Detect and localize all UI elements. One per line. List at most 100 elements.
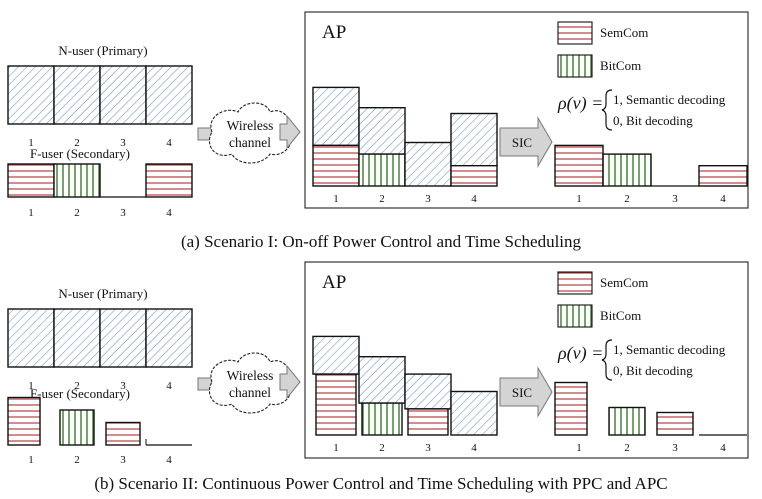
scenario1-sic-slot-2: 2 [624, 193, 630, 205]
s1-formula-case1: 1, Semantic decoding [613, 92, 726, 107]
s2-nuser-slot-4: 4 [166, 380, 172, 392]
s1-nuser-slot-2 [53, 65, 101, 125]
s2-legend-semcom-swatch [557, 271, 593, 295]
s2-channel-arrow-out [279, 364, 301, 400]
s2-ap-label: AP [322, 272, 346, 293]
scenario1-ap-slot-2: 2 [379, 193, 385, 205]
s2-fuser-slot-1 [7, 396, 41, 446]
scenario1-ap-nuser-slot-1 [312, 86, 360, 147]
s2-cloud-line1: Wireless [227, 368, 274, 383]
s1-legend: SemCom BitCom [557, 21, 648, 78]
s1-fuser-slot-1: 1 [28, 207, 34, 219]
s2-ap-received-signal [312, 335, 498, 436]
s2-formula-case2: 0, Bit decoding [613, 363, 693, 378]
s1-nuser-slot-1: 1 [28, 137, 34, 149]
s1-nuser-slot-4 [145, 65, 193, 125]
s2-fuser-slot-3 [105, 421, 141, 446]
scenario1-ap-slot-4: 4 [471, 193, 477, 205]
scenario2-sic-slot-3: 3 [672, 442, 678, 454]
s2-sic-label: SIC [512, 385, 532, 400]
scenario2-ap-nuser-slot-1 [312, 335, 360, 375]
s2-formula-case1: 1, Semantic decoding [613, 342, 726, 357]
s2-ap-slot-labels: 1 2 3 4 [333, 442, 477, 454]
s2-fuser-slot-2 [59, 409, 95, 446]
scenario1-ap-nuser-slot-3 [404, 141, 452, 187]
scenario1-sic-slot-2 [602, 153, 652, 187]
s2-fuser-slot-3: 3 [120, 454, 126, 466]
scenario2-ap-slot-1: 1 [333, 442, 339, 454]
s2-cloud-icon [208, 352, 292, 414]
scenario2-ap-fuser-slot-1 [315, 373, 357, 436]
scenario2-ap-fuser-slot-2 [361, 402, 403, 436]
s2-legend: SemCom BitCom [557, 271, 648, 328]
s2-nuser-slot-4 [145, 308, 193, 368]
scenario2-ap-nuser-slot-3 [404, 373, 452, 410]
s1-ap-panel [304, 11, 749, 209]
s1-legend-bitcom-swatch [557, 54, 593, 78]
s1-ap-slot-labels: 1 2 3 4 [333, 193, 477, 205]
s1-ap-label: AP [322, 22, 346, 43]
scenario1-ap-slot-1: 1 [333, 193, 339, 205]
scenario1-ap-nuser-slot-4 [450, 112, 498, 167]
scenario2-ap-slot-2: 2 [379, 442, 385, 454]
s1-fuser-slot-4: 4 [166, 207, 172, 219]
s2-nuser-slot-3: 3 [120, 380, 126, 392]
scenario2-sic-slot-2 [608, 406, 646, 436]
scenario2-sic-slot-1 [554, 381, 588, 436]
s2-formula-brace [601, 339, 613, 381]
s2-nuser-slot-2: 2 [74, 380, 80, 392]
scenario2-ap-nuser-slot-4 [450, 390, 498, 436]
s2-legend-semcom-label: SemCom [600, 275, 648, 290]
s1-fuser-slot-3: 3 [120, 207, 126, 219]
scenario1-sic-slot-1: 1 [576, 193, 582, 205]
s1-legend-bitcom-label: BitCom [600, 58, 641, 73]
s2-sic-output [554, 381, 747, 436]
s1-fuser-slot-4 [145, 163, 193, 198]
s2-legend-bitcom-swatch [557, 304, 593, 328]
s2-fuser-slot-4: 4 [166, 454, 172, 466]
s1-channel-arrow-out [279, 114, 301, 150]
s2-nuser-timeline [7, 308, 193, 368]
s2-sic-arrow-shape [499, 366, 553, 418]
s2-nuser-slot-3 [99, 308, 147, 368]
s1-fuser-title: F-user (Secondary) [30, 146, 130, 161]
s2-nuser-slot-2 [53, 308, 101, 368]
s1-legend-semcom-label: SemCom [600, 25, 648, 40]
s2-cloud-line2: channel [229, 385, 271, 400]
scenario2-sic-slot-1: 1 [576, 442, 582, 454]
s1-fuser-slot-2: 2 [74, 207, 80, 219]
s2-nuser-slot-1 [7, 308, 55, 368]
s1-sic-output [554, 144, 748, 187]
s1-cloud-icon [208, 102, 292, 164]
s2-formula: ρ(v) = 1, Semantic decoding 0, Bit decod… [557, 339, 726, 381]
s2-nuser-title: N-user (Primary) [58, 286, 147, 301]
scenario2-sic-slot-4: 4 [720, 442, 726, 454]
scenario2-sic-slot-3 [656, 411, 694, 436]
s1-sic-arrow: SIC [499, 116, 553, 168]
s1-wireless-channel: Wireless channel [197, 102, 301, 164]
s1-nuser-slot-2: 2 [74, 137, 80, 149]
s1-fuser-timeline [7, 163, 193, 198]
s1-sic-label: SIC [512, 135, 532, 150]
scenario2-ap-slot-4: 4 [471, 442, 477, 454]
s2-caption: (b) Scenario II: Continuous Power Contro… [94, 474, 667, 493]
s2-sic-arrow: SIC [499, 366, 553, 418]
s2-fuser-slot-1: 1 [28, 454, 34, 466]
s1-ap-received-signal [312, 86, 498, 187]
s2-fuser-title: F-user (Secondary) [30, 386, 130, 401]
scenario2-ap-slot-3: 3 [425, 442, 431, 454]
s1-cloud-line2: channel [229, 135, 271, 150]
scenario1-ap-fuser-slot-2 [358, 153, 406, 187]
s1-fuser-slot-1 [7, 163, 55, 198]
s1-cloud-line1: Wireless [227, 118, 274, 133]
s1-nuser-slot-1 [7, 65, 55, 125]
s2-fuser-timeline [7, 396, 192, 446]
scenario1-ap-slot-3: 3 [425, 193, 431, 205]
s1-nuser-slot-4: 4 [166, 137, 172, 149]
